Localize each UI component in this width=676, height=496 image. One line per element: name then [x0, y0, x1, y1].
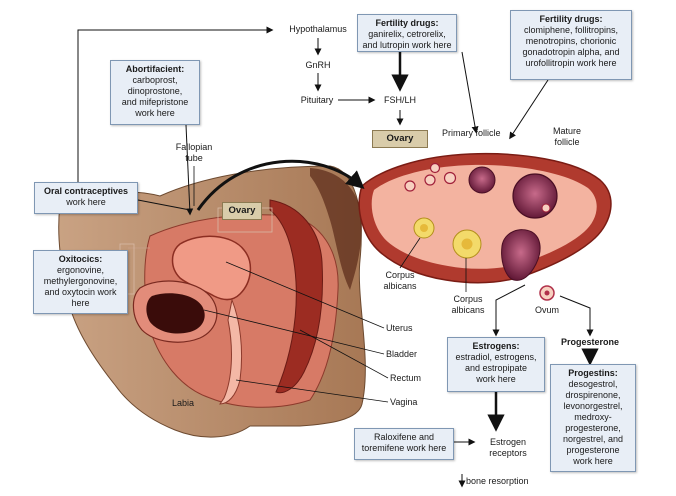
mature-follicle — [512, 173, 558, 219]
pituitary-label: Pituitary — [300, 95, 334, 105]
fertility-drugs-box-2: Fertility drugs: clomiphene, follitropin… — [510, 10, 632, 80]
primary-follicle-4 — [429, 162, 441, 174]
gnrh-label: GnRH — [305, 60, 331, 70]
fertility-drugs-1-body: ganirelix, cetrorelix, and lutropin work… — [362, 29, 452, 50]
raloxifene-body: Raloxifene and toremifene work here — [361, 432, 447, 453]
fsh-lh-label: FSH/LH — [383, 95, 416, 105]
hypothalamus-label: Hypothalamus — [289, 24, 347, 34]
abortifacient-title: Abortifacient: — [125, 64, 185, 74]
rectum-shape — [269, 199, 323, 394]
corpus-albicans-label-2: Corpus albicans — [451, 294, 485, 315]
fallopian-tube-label: Fallopian tube — [175, 142, 213, 163]
mature-follicle-label: Mature follicle — [552, 126, 581, 147]
primary-follicle-3 — [443, 171, 457, 185]
ruptured-follicle — [501, 229, 541, 281]
oxitocics-title: Oxitocics: — [58, 254, 103, 264]
corpus-albicans-label-1: Corpus albicans — [383, 270, 417, 291]
primary-follicle-1 — [404, 180, 416, 192]
bladder-label: Bladder — [386, 349, 418, 359]
vagina-label: Vagina — [390, 397, 418, 407]
fertility-drugs-2-body: clomiphene, follitropins, menotropins, c… — [522, 25, 620, 68]
back-shape — [310, 168, 362, 290]
vagina-shape — [219, 298, 243, 405]
rectum-label: Rectum — [390, 373, 422, 383]
estrogen-receptors-label: Estrogen receptors — [489, 437, 527, 458]
uterus-shape — [171, 235, 252, 301]
ovary-tag-top: Ovary — [372, 130, 428, 148]
mature-follicle-oocyte — [541, 203, 551, 213]
fertility-drugs-1-title: Fertility drugs: — [375, 18, 439, 28]
estrogens-body: estradiol, estrogens, and estropipate wo… — [455, 352, 537, 384]
bladder-inner — [146, 293, 205, 334]
uterus-label: Uterus — [386, 323, 413, 333]
progestins-body: desogestrol, drospirenone, levonorgestre… — [562, 379, 624, 466]
bone-resorption-label: bone resorption — [466, 476, 529, 486]
fertility-drugs-box-1: Fertility drugs: ganirelix, cetrorelix, … — [357, 14, 457, 52]
fertility-drugs-2-title: Fertility drugs: — [539, 14, 603, 24]
estrogens-title: Estrogens: — [472, 341, 520, 351]
growing-follicle — [468, 166, 496, 194]
oxitocics-body: ergonovine, methylergonovine, and oxytoc… — [43, 265, 118, 308]
abortifacient-box: Abortifacient: carboprost, dinoprostone,… — [110, 60, 200, 125]
primary-follicle-2 — [424, 174, 436, 186]
progestins-box: Progestins: desogestrol, drospirenone, l… — [550, 364, 636, 472]
primary-follicle-label: Primary follicle — [442, 128, 501, 138]
oc-to-hypothalamus-line — [77, 26, 274, 188]
oxitocics-box: Oxitocics: ergonovine, methylergonovine,… — [33, 250, 128, 314]
ovum-label: Ovum — [534, 305, 559, 315]
oral-contraceptives-box: Oral contraceptives work here — [34, 182, 138, 214]
progestins-title: Progestins: — [568, 368, 618, 378]
labia-label: Labia — [172, 398, 195, 408]
ovary-tag-left: Ovary — [222, 202, 262, 220]
oral-contraceptives-body: work here — [66, 197, 106, 207]
estrogens-box: Estrogens: estradiol, estrogens, and est… — [447, 337, 545, 392]
abortifacient-body: carboprost, dinoprostone, and mifepristo… — [121, 75, 189, 118]
oral-contraceptives-title: Oral contraceptives — [43, 186, 129, 196]
zoom-arrow — [196, 159, 365, 211]
raloxifene-box: Raloxifene and toremifene work here — [354, 428, 454, 460]
progesterone-label: Progesterone — [560, 337, 620, 347]
